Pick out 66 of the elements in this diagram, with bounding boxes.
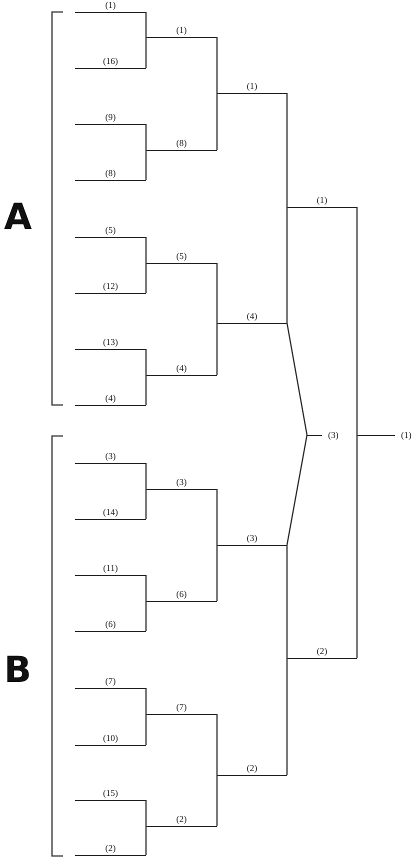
bracket-connector (286, 322, 308, 436)
bracket-connector (145, 575, 147, 601)
bracket-connector (145, 826, 147, 855)
group-letter: A (4, 200, 32, 236)
bracket-slot: (2) (217, 763, 287, 776)
bracket-slot: (1) (357, 429, 412, 441)
bracket-connector (145, 800, 147, 826)
bracket-slot: (2) (146, 814, 217, 827)
bracket-slot: (5) (146, 251, 217, 264)
bracket-slot: (14) (75, 507, 146, 520)
bracket-slot: (4) (75, 393, 146, 406)
bracket-connector (216, 93, 218, 150)
bracket-connector (286, 207, 288, 323)
bracket-slot: (7) (146, 702, 217, 715)
bracket-slot: (8) (75, 168, 146, 181)
bracket-slot: (3) (217, 533, 287, 546)
bracket-connector (286, 93, 288, 207)
bracket-slot: (6) (146, 589, 217, 602)
bracket-connector (145, 263, 147, 293)
bracket-slot: (16) (75, 56, 146, 69)
bracket-connector (216, 714, 218, 775)
bracket-connector (286, 658, 288, 775)
bracket-slot: (11) (75, 563, 146, 576)
bracket-slot: (1) (146, 25, 217, 38)
bracket-slot: (3) (307, 429, 338, 441)
group-letter: B (4, 653, 32, 689)
bracket-connector (145, 150, 147, 180)
bracket-connector (216, 37, 218, 93)
bracket-connector (216, 545, 218, 601)
bracket-connector (145, 124, 147, 150)
bracket-connector (356, 207, 358, 435)
bracket-slot: (3) (75, 451, 146, 464)
bracket-connector (145, 349, 147, 375)
bracket-slot: (1) (287, 195, 357, 208)
bracket-slot: (15) (75, 788, 146, 801)
bracket-slot: (4) (146, 363, 217, 376)
bracket-slot: (1) (75, 0, 146, 13)
bracket-connector (145, 601, 147, 631)
bracket-slot: (1) (217, 81, 287, 94)
bracket-slot: (9) (75, 112, 146, 125)
bracket-slot: (13) (75, 337, 146, 350)
bracket-slot: (4) (217, 311, 287, 324)
bracket-connector (145, 489, 147, 519)
bracket-slot: (3) (146, 477, 217, 490)
bracket-connector (145, 688, 147, 714)
bracket-connector (216, 263, 218, 323)
bracket-slot: (6) (75, 619, 146, 632)
bracket-connector (356, 435, 358, 658)
bracket-connector (145, 37, 147, 68)
bracket-slot: (12) (75, 281, 146, 294)
bracket-connector (286, 434, 308, 546)
bracket-connector (145, 12, 147, 37)
bracket-slot: (2) (75, 843, 146, 856)
bracket-connector (216, 489, 218, 545)
bracket-connector (216, 323, 218, 375)
bracket-slot: (8) (146, 138, 217, 151)
bracket-connector (145, 375, 147, 405)
bracket-connector (145, 463, 147, 489)
bracket-slot: (10) (75, 733, 146, 746)
bracket-connector (145, 714, 147, 745)
bracket-slot: (5) (75, 225, 146, 238)
bracket-slot: (7) (75, 676, 146, 689)
bracket-connector (216, 775, 218, 826)
bracket-connector (145, 237, 147, 263)
bracket-slot: (2) (287, 646, 357, 659)
bracket-connector (286, 545, 288, 658)
